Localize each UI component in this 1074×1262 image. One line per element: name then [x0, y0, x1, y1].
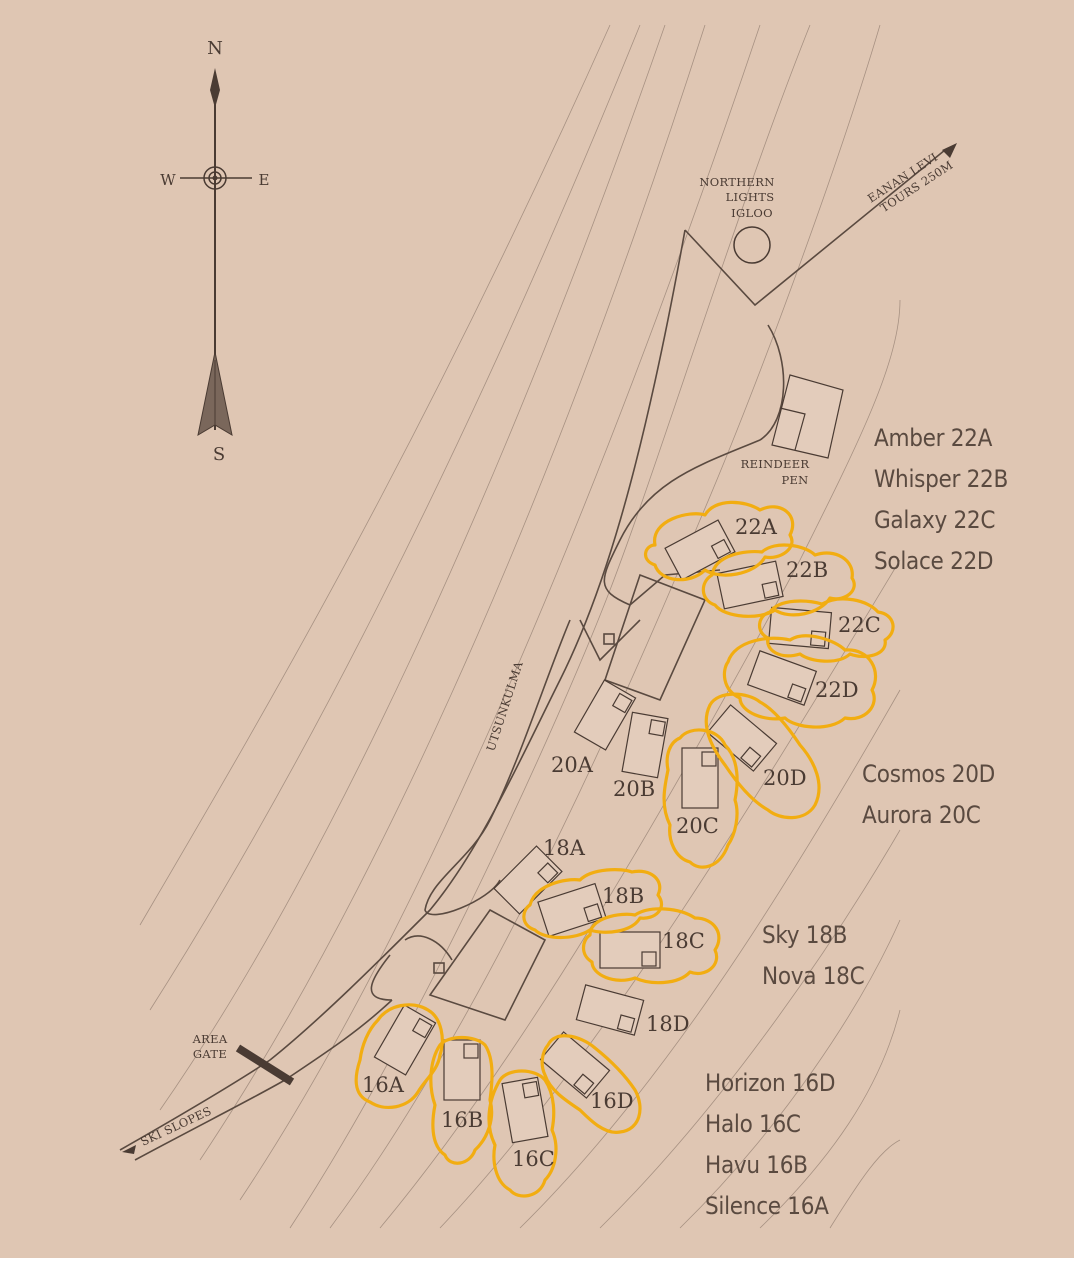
area-gate: AREA GATE: [192, 1032, 295, 1086]
highlighted-cabins: [354, 500, 895, 1198]
highlight-22b: [701, 543, 856, 618]
highlight-16c: [487, 1069, 558, 1198]
cabin-labels: 22A 22B 22C 22D 20A 20B 20C 20D 18A 18B …: [362, 515, 881, 1171]
igloo-label-line3: IGLOO: [731, 206, 773, 220]
igloo-label-line1: NORTHERN: [699, 175, 774, 189]
legend-item: Amber 22A: [874, 424, 993, 452]
cabin-label-22b: 22B: [786, 558, 828, 582]
road-label: UTSUNKULMA: [484, 659, 526, 753]
compass-north-label: N: [207, 38, 223, 59]
northern-lights-igloo: NORTHERN LIGHTS IGLOO: [699, 175, 775, 264]
legend-item: Cosmos 20D: [862, 760, 995, 788]
compass-west-label: W: [160, 171, 176, 189]
tours-sign: EANAN LEVI TOURS 250M: [865, 150, 956, 215]
legend-item: Galaxy 22C: [874, 506, 996, 534]
gate-label-line1: AREA: [192, 1032, 228, 1046]
highlight-22c: [758, 597, 895, 663]
highlight-18c: [581, 907, 721, 985]
roads: [119, 149, 946, 1161]
cabin-label-20a: 20A: [551, 753, 594, 777]
cabin-label-20b: 20B: [613, 777, 655, 801]
cabin-label-20d: 20D: [763, 766, 807, 790]
cabin-label-22c: 22C: [838, 613, 881, 637]
legend-item: Silence 16A: [705, 1192, 829, 1220]
pen-label-line2: PEN: [781, 473, 808, 487]
highlight-16b: [429, 1035, 494, 1165]
cabin-label-16b: 16B: [441, 1108, 483, 1132]
compass-east-label: E: [259, 171, 270, 189]
gate-label-line2: GATE: [193, 1047, 227, 1061]
highlight-20c: [662, 728, 739, 869]
highlight-16a: [354, 1003, 444, 1110]
legend-item: Solace 22D: [874, 547, 994, 575]
highlight-22d: [722, 634, 878, 729]
cabin-label-16d: 16D: [590, 1089, 634, 1113]
cabin-label-22d: 22D: [815, 678, 859, 702]
cabin-label-18a: 18A: [543, 836, 586, 860]
ski-slopes-arrow-icon: [122, 1145, 136, 1154]
legend-item: Halo 16C: [705, 1110, 801, 1138]
legend-item: Havu 16B: [705, 1151, 808, 1179]
highlight-20d: [704, 692, 821, 820]
pen-label-line1: REINDEER: [741, 457, 810, 471]
cabin-label-18b: 18B: [602, 884, 644, 908]
cabin-label-16a: 16A: [362, 1073, 405, 1097]
cabin-label-22a: 22A: [735, 515, 778, 539]
legend-item: Whisper 22B: [874, 465, 1008, 493]
cabin-label-20c: 20C: [676, 814, 719, 838]
ski-slopes-label: SKI SLOPES: [138, 1104, 213, 1149]
reindeer-pen: REINDEER PEN: [741, 374, 844, 487]
highlight-22a: [644, 500, 795, 582]
igloo-label-line2: LIGHTS: [726, 190, 775, 204]
highlight-16d: [540, 1034, 642, 1134]
cabin-label-16c: 16C: [512, 1147, 555, 1171]
tours-arrow-icon: [942, 143, 957, 158]
legend-item: Nova 18C: [762, 962, 865, 990]
cabin-buildings: [373, 519, 833, 1144]
legend-item: Horizon 16D: [705, 1069, 836, 1097]
compass-south-label: S: [213, 444, 225, 465]
cabin-label-18c: 18C: [662, 929, 705, 953]
compass-rose: N S W E: [160, 38, 269, 465]
legend-item: Aurora 20C: [862, 801, 981, 829]
legend-item: Sky 18B: [762, 921, 848, 949]
cabin-label-18d: 18D: [646, 1012, 690, 1036]
